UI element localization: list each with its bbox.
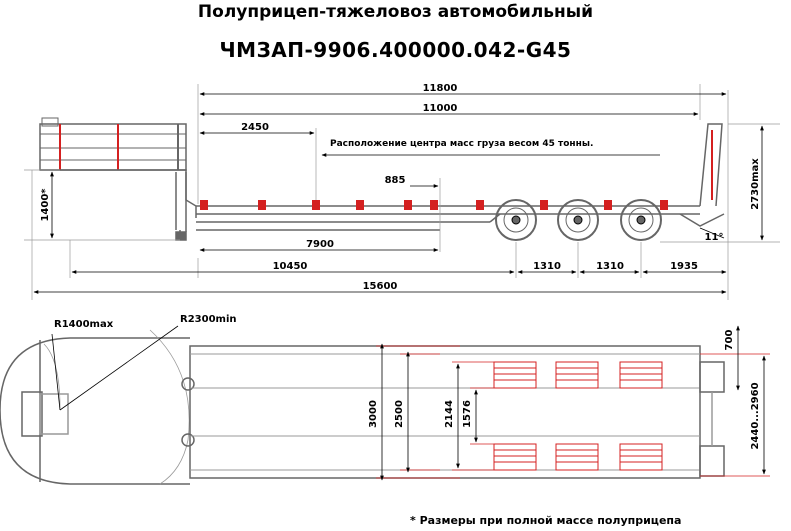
dim-width-deck: 2500 — [394, 400, 405, 428]
dim-angle: 11° — [705, 232, 724, 243]
footnote: * Размеры при полной массе полуприцепа — [410, 514, 682, 527]
dim-height-front: 1400* — [40, 188, 51, 222]
rear-ramp-left — [699, 361, 725, 393]
side-extension-lines — [24, 84, 780, 300]
front-stake-frame — [39, 117, 187, 171]
radius-r2300 — [149, 329, 190, 485]
drawing-title: Полуприцеп-тяжеловоз автомобильный — [197, 2, 594, 22]
top-wheels — [493, 361, 663, 471]
mass-center-note: Расположение центра масс груза весом 45 … — [330, 139, 594, 149]
deck-frame — [196, 205, 700, 231]
top-dimension-lines — [380, 325, 766, 481]
side-dimension-lines — [33, 92, 764, 294]
dim-ramp-spread: 2440...2960 — [750, 382, 761, 449]
side-view — [24, 84, 780, 300]
dim-r1400: R1400max — [54, 319, 114, 330]
lashing-points — [200, 200, 668, 210]
dim-mass-center: 2450 — [241, 122, 269, 133]
dim-kingpin-axle: 10450 — [273, 261, 308, 272]
radius-r1400 — [43, 343, 61, 409]
dim-rear-overhang: 1935 — [670, 261, 698, 272]
top-red-guides — [376, 345, 770, 479]
dim-axle-spacing-1: 1310 — [533, 261, 561, 272]
dim-kingpin-deck: 7900 — [306, 239, 334, 250]
wheels — [495, 199, 662, 241]
rear-ramps — [679, 123, 725, 227]
dim-track-outer: 2144 — [444, 400, 455, 428]
dim-width-total: 3000 — [368, 400, 379, 428]
model-number: ЧМЗАП-9906.400000.042-G45 — [219, 38, 572, 62]
dim-overall-top: 11800 — [423, 83, 458, 94]
dim-r2300: R2300min — [180, 314, 237, 325]
gooseneck-outline — [0, 337, 190, 485]
dim-total-length: 15600 — [363, 281, 398, 292]
rear-ramp-right — [699, 445, 725, 477]
dim-track-inner: 1576 — [462, 400, 473, 428]
top-view — [0, 325, 725, 485]
gooseneck — [40, 169, 197, 241]
dim-deck-length: 11000 — [423, 103, 458, 114]
dim-height-max: 2730max — [750, 158, 761, 210]
dim-gooseneck-step: 885 — [385, 175, 406, 186]
dim-axle-spacing-2: 1310 — [596, 261, 624, 272]
dim-ramp-length: 700 — [724, 330, 735, 351]
